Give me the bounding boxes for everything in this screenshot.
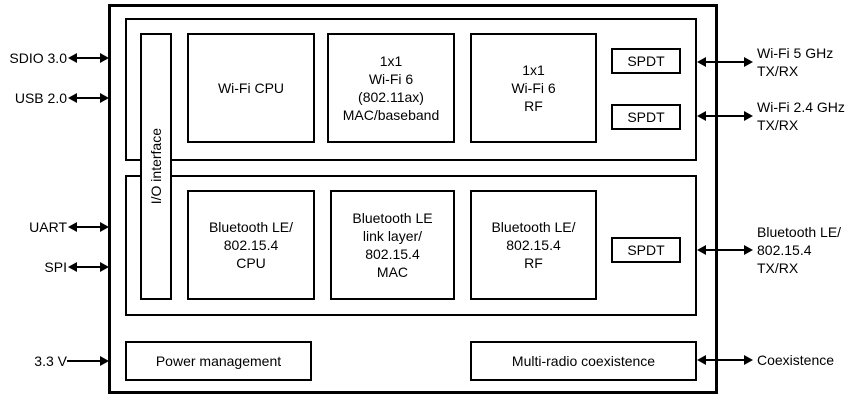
wifi-24ghz-txrx-arrow xyxy=(697,111,753,121)
port-label-wifi-24ghz: Wi-Fi 2.4 GHz TX/RX xyxy=(757,99,845,133)
port-label-uart: UART xyxy=(29,219,67,235)
io-interface-label: I/O interface xyxy=(148,128,164,205)
sdio-arrow xyxy=(68,53,109,63)
power-management-block: Power management xyxy=(125,341,312,381)
wifi-5ghz-txrx-arrow xyxy=(697,57,753,67)
port-label-coexistence: Coexistence xyxy=(757,352,835,368)
port-label-wifi-5ghz: Wi-Fi 5 GHz TX/RX xyxy=(757,45,834,79)
port-label-bt-txrx: Bluetooth LE/ 802.15.4 TX/RX xyxy=(757,224,842,276)
spi-arrow xyxy=(68,262,109,272)
port-label-spi: SPI xyxy=(44,259,67,275)
io-interface-block: I/O interface xyxy=(140,33,172,300)
coexistence-arrow xyxy=(697,355,753,365)
spdt-wifi-5ghz-block: SPDT xyxy=(611,48,681,74)
wifi-mac-baseband-block: 1x1 Wi-Fi 6 (802.11ax) MAC/baseband xyxy=(327,33,455,143)
supply-3v3-arrow xyxy=(67,356,109,366)
usb-arrow xyxy=(68,93,109,103)
port-label-3v3: 3.3 V xyxy=(34,353,67,369)
spdt-wifi-24ghz-block: SPDT xyxy=(611,104,681,130)
bt-txrx-arrow xyxy=(697,245,753,255)
wifi-cpu-block: Wi-Fi CPU xyxy=(187,33,315,143)
port-label-usb: USB 2.0 xyxy=(14,90,67,106)
bt-link-layer-mac-block: Bluetooth LE link layer/ 802.15.4 MAC xyxy=(330,190,455,300)
port-label-sdio: SDIO 3.0 xyxy=(9,50,67,66)
multi-radio-coexistence-block: Multi-radio coexistence xyxy=(470,341,697,381)
wifi-rf-block: 1x1 Wi-Fi 6 RF xyxy=(470,33,597,143)
uart-arrow xyxy=(68,222,109,232)
spdt-bt-block: SPDT xyxy=(611,237,681,263)
bt-cpu-block: Bluetooth LE/ 802.15.4 CPU xyxy=(187,190,315,300)
bt-rf-block: Bluetooth LE/ 802.15.4 RF xyxy=(470,190,597,300)
